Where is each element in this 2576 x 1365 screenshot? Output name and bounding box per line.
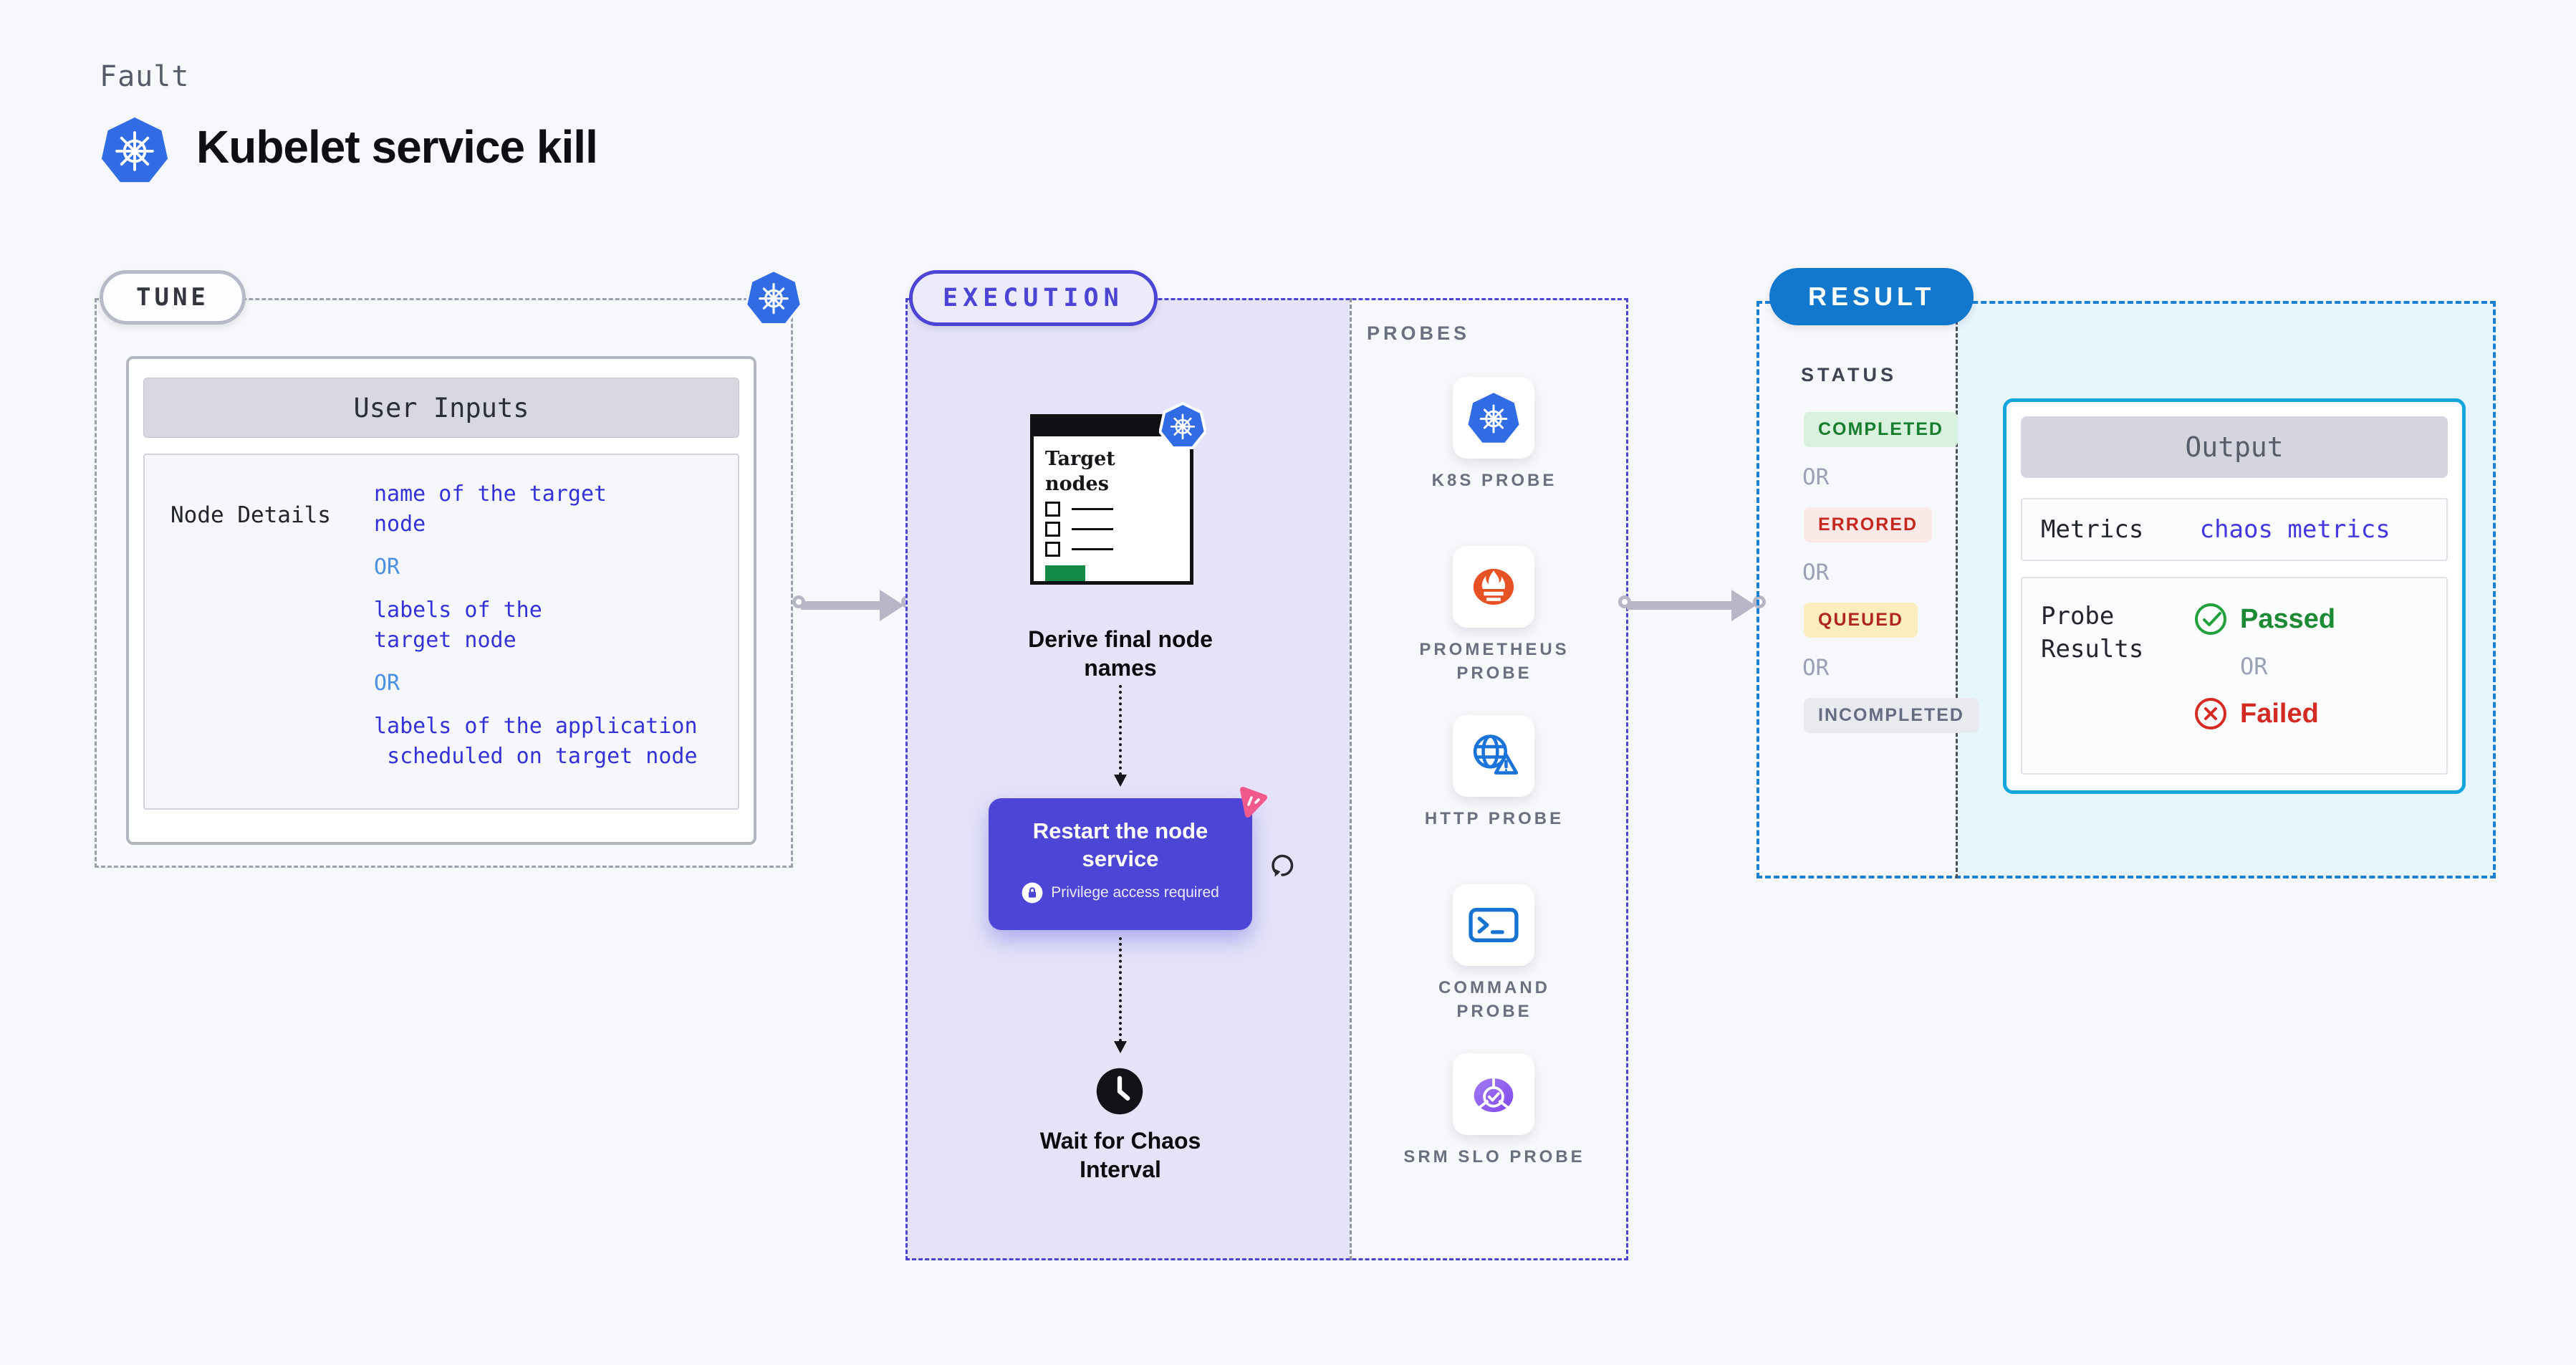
node-checkbox-row [1045,522,1190,537]
status-column: STATUS COMPLETED OR ERRORED OR QUEUED OR… [1795,364,1979,733]
probe-card [1453,884,1534,966]
or-separator: OR [2240,653,2268,680]
fault-kicker: Fault [100,60,190,93]
flow-arrow-down [1114,937,1127,1053]
target-nodes-card-title: Target nodes [1045,448,1115,495]
retry-loop-icon [1267,848,1298,880]
or-separator: OR [1802,464,1830,490]
clock-icon [1095,1066,1145,1116]
passed-label: Passed [2240,603,2336,634]
user-inputs-card: User Inputs Node Details name of the tar… [126,356,756,845]
probe-label: COMMAND PROBE [1438,978,1550,1021]
kubernetes-icon [1159,401,1206,450]
or-separator: OR [374,671,400,696]
option-node-name: name of the target node [374,482,607,537]
chaos-fault-icon [1234,784,1269,820]
passed-check-icon [2193,601,2229,637]
prometheus-icon [1466,560,1521,614]
or-separator: OR [1802,655,1830,681]
status-label: STATUS [1801,364,1897,385]
restart-step-label: Restart the node service [1032,818,1208,871]
node-details-options: name of the target node OR labels of the… [374,455,738,808]
option-app-labels: labels of the application scheduled on t… [374,714,698,769]
wait-step-label: Wait for Chaos Interval [1039,1128,1201,1182]
target-nodes-card: Target nodes [1030,414,1193,585]
probe-results-label: Probe Results [2041,602,2144,664]
probes-column-label: PROBES [1367,322,1471,344]
tune-to-execution-arrow [792,588,914,623]
execution-probes-divider [1350,298,1352,1260]
user-inputs-body: Node Details name of the target node OR … [143,454,739,810]
flow-arrow-down [1114,685,1127,787]
probe-results-row: Probe Results Passed OR [2021,577,2448,775]
terminal-icon [1466,898,1521,952]
or-separator: OR [1802,560,1830,585]
tune-section-border [95,298,793,868]
status-badge-completed: COMPLETED [1804,412,1958,447]
confirm-button-shape [1045,565,1085,581]
tune-badge: TUNE [100,270,246,325]
http-globe-warning-icon [1466,729,1521,783]
privilege-note-text: Privilege access required [1051,884,1219,901]
kubernetes-icon [745,268,802,327]
node-checkbox-row [1045,542,1190,557]
probe-label: HTTP PROBE [1424,809,1565,828]
probe-label: SRM SLO PROBE [1403,1147,1585,1167]
failed-x-icon [2193,696,2229,732]
kubernetes-icon [1467,391,1520,444]
status-badge-queued: QUEUED [1804,603,1918,638]
probe-label: K8S PROBE [1431,471,1557,490]
privilege-note: Privilege access required [989,882,1252,904]
execution-to-result-arrow [1618,588,1766,623]
user-inputs-header: User Inputs [143,378,739,438]
srm-slo-icon [1466,1067,1521,1121]
option-node-labels: labels of the target node [374,598,542,653]
probe-card [1453,715,1534,797]
output-card: Output Metrics chaos metrics Probe Resul… [2003,398,2466,794]
probe-card [1453,1053,1534,1135]
node-details-label: Node Details [170,502,331,528]
probe-results-values: Passed OR Failed [2193,578,2335,773]
or-separator: OR [374,555,400,580]
restart-node-service-box: Restart the node service Privilege acces… [989,798,1252,930]
status-badge-incompleted: INCOMPLETED [1804,698,1979,733]
execution-section-border [905,298,1628,1260]
execution-badge: EXECUTION [909,270,1158,326]
metrics-label: Metrics [2041,515,2144,544]
failed-label: Failed [2240,698,2319,729]
lock-icon [1022,882,1043,904]
result-section-border [1756,301,2496,878]
page-title: Kubelet service kill [196,121,598,173]
kubernetes-icon [100,115,169,185]
metrics-value: chaos metrics [2199,515,2390,544]
output-header: Output [2021,416,2448,478]
probe-label: PROMETHEUS PROBE [1419,640,1570,683]
metrics-row: Metrics chaos metrics [2021,498,2448,561]
status-badge-errored: ERRORED [1804,507,1933,542]
derive-step-label: Derive final node names [1028,626,1213,681]
result-status-divider [1956,301,1958,878]
probe-card [1453,377,1534,459]
result-badge: RESULT [1769,268,1974,325]
probe-card [1453,546,1534,628]
node-checkbox-row [1045,502,1190,517]
